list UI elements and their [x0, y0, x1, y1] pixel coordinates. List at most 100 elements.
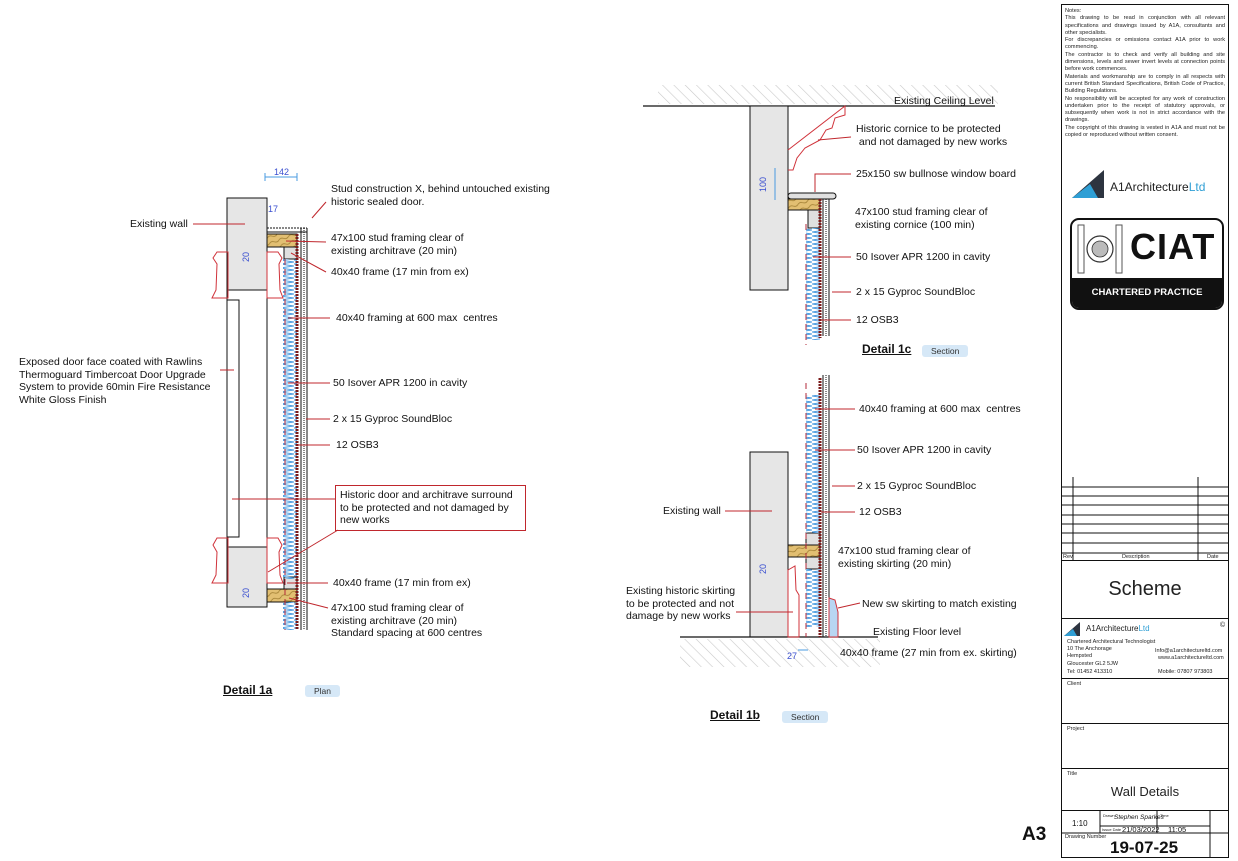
detail-1c-tag: Section — [922, 345, 969, 357]
note-item: The contractor is to check and verify al… — [1065, 51, 1225, 73]
drawing-number-label: Drawing Number — [1065, 834, 1107, 840]
label-floor: Existing Floor level — [873, 626, 962, 638]
title-label: Title — [1067, 771, 1078, 777]
note-item: This drawing to be read in conjunction w… — [1065, 15, 1225, 36]
detail-1c-title: Detail 1c — [862, 342, 912, 356]
status-section: Scheme — [1062, 560, 1228, 619]
label-frame-top-1a: 40x40 frame (17 min from ex) — [331, 266, 469, 278]
label-isover-1b: 50 Isover APR 1200 in cavity — [857, 444, 992, 456]
issue-date-label: Issue Date — [1102, 827, 1122, 832]
notes-heading: Notes: — [1065, 8, 1082, 14]
label-historic-door: Historic door and architrave surround to… — [335, 485, 526, 531]
brand-suffix-small: Ltd — [1138, 624, 1150, 633]
company-web[interactable]: www.a1architectureltd.com — [1158, 655, 1224, 661]
detail-1a-leaders — [193, 201, 339, 609]
detail-1c-leaders — [813, 136, 852, 321]
note-item: For discrepancies or omissions contact A… — [1065, 37, 1225, 51]
rev-header-description: Description — [1122, 554, 1150, 560]
title-block: Notes: This drawing to be read in conjun… — [1061, 4, 1229, 858]
rev-header-date: Date — [1207, 554, 1219, 560]
brand-main: A1Architecture — [1110, 180, 1189, 194]
label-door-face: Exposed door face coated with Rawlins Th… — [19, 356, 211, 406]
label-existing-wall-1a: Existing wall — [130, 218, 188, 230]
note-item: Materials and workmanship are to comply … — [1065, 73, 1225, 95]
label-osb-1a: 12 OSB3 — [336, 439, 379, 451]
label-stud-top-1a: 47x100 stud framing clear of existing ar… — [331, 232, 464, 257]
brand-main-small: A1Architecture — [1086, 624, 1139, 633]
issue-date: 21/03/2022 — [1122, 825, 1160, 834]
brand-name-small: A1ArchitectureLtd — [1086, 624, 1150, 633]
label-isover-1c: 50 Isover APR 1200 in cavity — [856, 251, 991, 263]
a1-logo-mark-small — [1064, 622, 1080, 636]
label-stud-1b: 47x100 stud framing clear of existing sk… — [838, 545, 971, 570]
dim-arch-bottom-1a: 20 — [241, 587, 251, 598]
detail-1a-title: Detail 1a — [223, 683, 273, 697]
label-gyproc-1a: 2 x 15 Gyproc SoundBloc — [333, 413, 453, 425]
client-label: Client — [1067, 681, 1082, 687]
company-line: Gloucester GL2 5JW — [1067, 661, 1119, 667]
dim-frame-1b: 27 — [787, 651, 798, 661]
a1-logo-mark — [1072, 170, 1104, 198]
dim-gap-1a: 17 — [268, 204, 279, 214]
company-section: A1ArchitectureLtd © Chartered Architectu… — [1062, 618, 1228, 679]
client-section: Client — [1062, 678, 1228, 724]
revision-grid — [1062, 477, 1228, 560]
info-section: 1:10 Drawn Stephen Sparkes Time Issue Da… — [1062, 810, 1228, 858]
detail-1b-title: Detail 1b — [710, 708, 761, 722]
label-frame-bottom-1a: 40x40 frame (17 min from ex) — [333, 577, 471, 589]
company-tel: Tel: 01452 413310 — [1067, 669, 1113, 675]
info-grid — [1062, 811, 1228, 858]
label-framing-1b: 40x40 framing at 600 max centres — [859, 403, 1021, 415]
time-label: Time — [1160, 813, 1169, 818]
detail-1a-tag: Plan — [305, 685, 341, 697]
revision-table: Rev Description Date — [1062, 477, 1228, 560]
ciat-bar: CHARTERED PRACTICE — [1072, 278, 1222, 308]
label-isover-1a: 50 Isover APR 1200 in cavity — [333, 377, 468, 389]
company-mobile: Mobile: 07807 973803 — [1158, 669, 1213, 675]
issue-time: 11:05 — [1168, 825, 1187, 834]
label-stud-bottom-1a: 47x100 stud framing clear of existing ar… — [331, 602, 483, 639]
label-existing-wall-1b: Existing wall — [663, 505, 721, 517]
scale-value: 1:10 — [1072, 819, 1088, 828]
detail-1b-leaders — [725, 408, 861, 613]
dim-skirting-1b: 20 — [758, 563, 768, 574]
label-framing-1a: 40x40 framing at 600 max centres — [336, 312, 498, 324]
ciat-crest-icon — [1077, 224, 1123, 274]
detail-1b-tag: Section — [782, 711, 829, 723]
company-line: Chartered Architectural Technologist — [1067, 639, 1156, 645]
label-gyproc-1b: 2 x 15 Gyproc SoundBloc — [857, 480, 977, 492]
title-section: Title Wall Details — [1062, 768, 1228, 811]
copyright-icon: © — [1220, 622, 1226, 629]
company-line: 10 The Anchorage — [1067, 646, 1112, 652]
note-item: The copyright of this drawing is vested … — [1065, 124, 1225, 139]
dim-cornice-1c: 100 — [758, 176, 768, 192]
detail-1c-drawing — [643, 85, 998, 345]
label-skirting-historic: Existing historic skirting to be protect… — [626, 585, 736, 622]
ciat-logo: CIAT CHARTERED PRACTICE — [1070, 218, 1224, 310]
rev-header-rev: Rev — [1063, 554, 1073, 560]
detail-1b-drawing — [680, 375, 880, 667]
drawn-label: Drawn — [1103, 813, 1115, 818]
label-new-skirting: New sw skirting to match existing — [862, 598, 1017, 610]
project-label: Project — [1067, 726, 1085, 732]
label-osb-1c: 12 OSB3 — [856, 314, 899, 326]
brand-name: A1ArchitectureLtd — [1110, 180, 1205, 194]
detail-1a-drawing — [211, 173, 308, 630]
dim-overall-1a: 142 — [274, 167, 290, 177]
note-item: No responsibility will be accepted for a… — [1065, 95, 1225, 124]
paper-size: A3 — [1022, 824, 1047, 845]
status-text: Scheme — [1108, 578, 1182, 600]
dim-arch-top-1a: 20 — [241, 251, 251, 262]
label-gyproc-1c: 2 x 15 Gyproc SoundBloc — [856, 286, 976, 298]
label-osb-1b: 12 OSB3 — [859, 506, 902, 518]
drawing-title: Wall Details — [1110, 784, 1180, 799]
label-cornice: Historic cornice to be protected and not… — [856, 123, 1008, 148]
drawn-by: Stephen Sparkes — [1114, 814, 1164, 821]
company-email[interactable]: Info@a1architectureltd.com — [1155, 648, 1223, 654]
notes: Notes: This drawing to be read in conjun… — [1065, 8, 1225, 139]
brand-suffix: Ltd — [1188, 180, 1206, 194]
label-ceiling: Existing Ceiling Level — [894, 95, 994, 107]
label-stud-1c: 47x100 stud framing clear of existing co… — [855, 206, 988, 231]
label-stud-x: Stud construction X, behind untouched ex… — [331, 183, 550, 208]
